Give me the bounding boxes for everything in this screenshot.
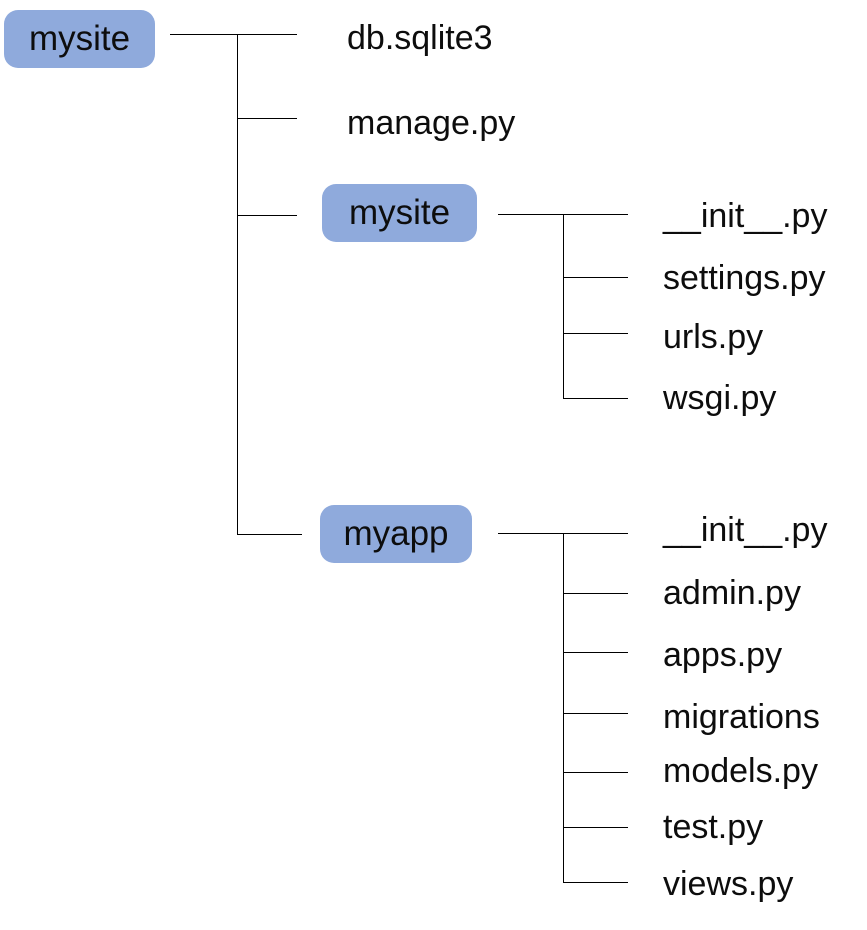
tree-node-admin-py: admin.py xyxy=(663,574,801,612)
connector-line xyxy=(170,34,297,35)
tree-node-db-sqlite3: db.sqlite3 xyxy=(347,19,493,57)
connector-line xyxy=(237,215,297,216)
connector-line xyxy=(237,534,302,535)
connector-line xyxy=(237,34,238,535)
folder-box-root-mysite: mysite xyxy=(4,10,155,68)
tree-node-apps-py: apps.py xyxy=(663,636,783,674)
folder-box-root-mysite-label: mysite xyxy=(28,19,131,58)
connector-line xyxy=(563,533,564,883)
tree-node-models-py: models.py xyxy=(663,752,818,790)
connector-line xyxy=(237,118,297,119)
connector-line xyxy=(563,772,628,773)
connector-line xyxy=(563,882,628,883)
connector-line xyxy=(563,713,628,714)
connector-line xyxy=(563,277,628,278)
folder-box-myapp-package: myapp xyxy=(320,505,472,563)
tree-node-myapp-init-py: __init__.py xyxy=(663,511,828,549)
connector-line xyxy=(563,652,628,653)
tree-node-wsgi-py: wsgi.py xyxy=(663,379,777,417)
connector-line xyxy=(563,398,628,399)
folder-box-myapp-package-label: myapp xyxy=(343,514,449,553)
folder-box-mysite-package: mysite xyxy=(322,184,477,242)
connector-line xyxy=(563,214,564,399)
tree-node-manage-py: manage.py xyxy=(347,104,516,142)
tree-node-mysite-init-py: __init__.py xyxy=(663,197,828,235)
tree-node-migrations: migrations xyxy=(663,698,820,736)
folder-box-mysite-package-label: mysite xyxy=(348,193,451,232)
tree-node-urls-py: urls.py xyxy=(663,318,764,356)
connector-line xyxy=(563,827,628,828)
tree-node-settings-py: settings.py xyxy=(663,259,826,297)
connector-line xyxy=(563,593,628,594)
tree-node-views-py: views.py xyxy=(663,865,794,903)
tree-node-test-py: test.py xyxy=(663,808,764,846)
connector-line xyxy=(563,333,628,334)
